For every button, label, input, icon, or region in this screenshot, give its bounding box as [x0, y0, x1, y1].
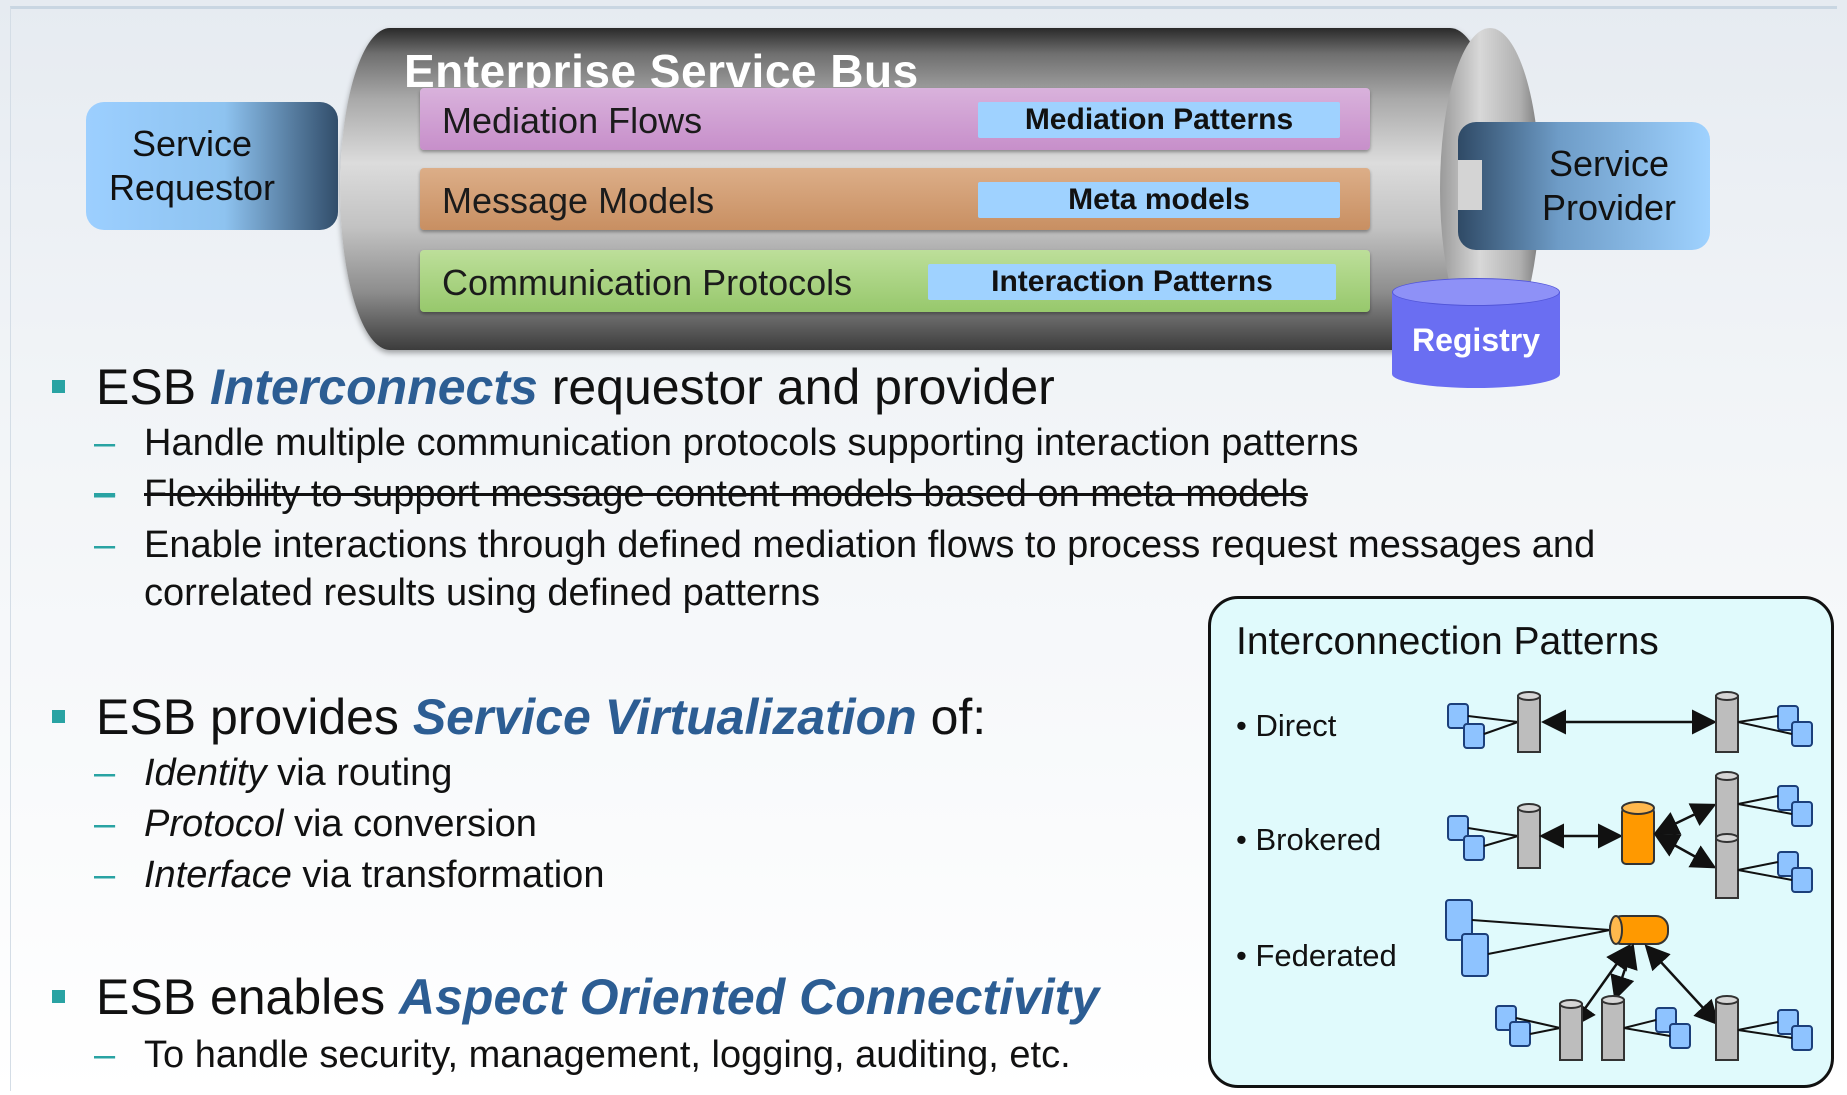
- bullet-marker: [52, 710, 65, 723]
- bullet-emphasis: Aspect Oriented Connectivity: [398, 969, 1100, 1025]
- sub-bullet-text: via conversion: [283, 803, 537, 845]
- bullet-suffix: of:: [916, 689, 987, 745]
- service-provider-box: Service Provider: [1458, 122, 1710, 250]
- sub-bullet-italic: Identity: [144, 752, 267, 794]
- dash-marker: –: [94, 803, 116, 845]
- bullet-interconnects: ESB Interconnects requestor and provider: [52, 358, 1055, 416]
- bus-node-icon: [1559, 999, 1583, 1061]
- service-node-icon: [1737, 705, 1813, 747]
- sub-bullet-italic: Interface: [144, 854, 292, 896]
- broker-node-icon: [1609, 915, 1669, 945]
- service-provider-line2: Provider: [1541, 187, 1677, 228]
- bus-node-icon: [1517, 691, 1541, 753]
- bullet-suffix: requestor and provider: [537, 359, 1055, 415]
- service-requestor-line2: Requestor: [108, 167, 276, 208]
- registry-cylinder: Registry: [1392, 278, 1560, 388]
- bullet-service-virtualization: ESB provides Service Virtualization of:: [52, 688, 987, 746]
- bullet-marker: [52, 990, 65, 1003]
- bus-node-icon: [1517, 803, 1541, 869]
- sub-bullet: – Interface via transformation: [94, 854, 605, 897]
- service-provider-line1: Service: [1548, 143, 1670, 184]
- dash-marker: –: [94, 752, 116, 794]
- sub-bullet: – Protocol via conversion: [94, 803, 537, 846]
- service-node-icon: [1737, 1009, 1813, 1051]
- pattern-federated-diagram: [1445, 899, 1813, 1061]
- pattern-label: Brokered: [1255, 822, 1382, 857]
- pattern-label: Direct: [1255, 708, 1337, 743]
- service-node-icon: [1445, 899, 1489, 977]
- provider-connector: [1458, 160, 1482, 210]
- layer-communication-protocols: Communication Protocols Interaction Patt…: [420, 250, 1370, 312]
- layer-mediation-flows: Mediation Flows Mediation Patterns: [420, 88, 1370, 150]
- service-node-icon: [1447, 703, 1519, 749]
- service-requestor-box: Service Requestor: [86, 102, 338, 230]
- bus-node-icon: [1715, 691, 1739, 753]
- sub-bullet: – Handle multiple communication protocol…: [94, 422, 1359, 465]
- bullet-prefix: ESB: [96, 359, 210, 415]
- sub-bullet-text: via transformation: [291, 854, 605, 896]
- layer-message-models: Message Models Meta models: [420, 168, 1370, 230]
- bullet-prefix: ESB enables: [96, 969, 399, 1025]
- bullet-emphasis: Interconnects: [209, 359, 538, 415]
- pattern-direct: • Direct: [1236, 708, 1337, 743]
- layer-label: Communication Protocols: [442, 262, 853, 303]
- bullet-emphasis: Service Virtualization: [412, 689, 917, 745]
- dash-marker: –: [94, 854, 116, 896]
- pattern-brokered-diagram: [1447, 771, 1813, 899]
- service-node-icon: [1623, 1007, 1691, 1049]
- pattern-federated: • Federated: [1236, 938, 1397, 973]
- sub-bullet: – Flexibility to support message content…: [94, 473, 1308, 516]
- sub-bullet-text: Flexibility to support message content m…: [144, 473, 1308, 515]
- layer-label: Message Models: [442, 180, 715, 221]
- layer-tag: Mediation Patterns: [978, 102, 1340, 138]
- registry-label: Registry: [1411, 322, 1541, 358]
- sub-bullet-text: correlated results using defined pattern…: [144, 572, 820, 614]
- double-arrow-icon: [1653, 803, 1717, 835]
- dash-marker: –: [94, 524, 116, 566]
- dash-marker: –: [94, 473, 116, 515]
- service-requestor-line1: Service: [131, 123, 253, 164]
- bullet-marker: [52, 380, 65, 393]
- slide-frame: [10, 6, 1837, 1091]
- dash-marker: –: [94, 1034, 116, 1076]
- bus-node-icon: [1715, 833, 1739, 899]
- pattern-direct-diagram: [1447, 691, 1813, 753]
- pattern-label: Federated: [1255, 938, 1397, 973]
- layer-tag: Interaction Patterns: [928, 264, 1336, 300]
- sub-bullet-text: via routing: [266, 752, 453, 794]
- bus-node-icon: [1715, 771, 1739, 837]
- double-arrow-icon: [1653, 833, 1717, 869]
- registry-top: [1392, 278, 1560, 306]
- sub-bullet-text: Enable interactions through defined medi…: [144, 524, 1596, 566]
- layer-label: Mediation Flows: [442, 100, 703, 141]
- double-arrow-icon: [1610, 943, 1638, 1001]
- sub-bullet-text: Handle multiple communication protocols …: [144, 422, 1359, 464]
- interconnection-patterns-diagram: [1445, 691, 1813, 1061]
- sub-bullet-text: To handle security, management, logging,…: [144, 1034, 1071, 1076]
- service-node-icon: [1737, 851, 1813, 893]
- service-node-icon: [1447, 815, 1519, 861]
- bullet-aspect-oriented: ESB enables Aspect Oriented Connectivity: [52, 968, 1100, 1026]
- bus-node-icon: [1601, 995, 1625, 1061]
- sub-bullet: – To handle security, management, loggin…: [94, 1034, 1071, 1077]
- broker-node-icon: [1621, 801, 1655, 865]
- double-arrow-icon: [1644, 944, 1720, 1026]
- sub-bullet-italic: Protocol: [144, 803, 284, 845]
- layer-tag: Meta models: [978, 182, 1340, 218]
- sub-bullet-continuation: correlated results using defined pattern…: [144, 572, 820, 615]
- sub-bullet: – Identity via routing: [94, 752, 453, 795]
- dash-marker: –: [94, 422, 116, 464]
- service-node-icon: [1495, 1005, 1561, 1047]
- service-node-icon: [1737, 785, 1813, 827]
- bus-node-icon: [1715, 995, 1739, 1061]
- pattern-brokered: • Brokered: [1236, 822, 1382, 857]
- sub-bullet: – Enable interactions through defined me…: [94, 524, 1596, 567]
- interconnection-patterns-title: Interconnection Patterns: [1236, 620, 1659, 663]
- bullet-prefix: ESB provides: [96, 689, 413, 745]
